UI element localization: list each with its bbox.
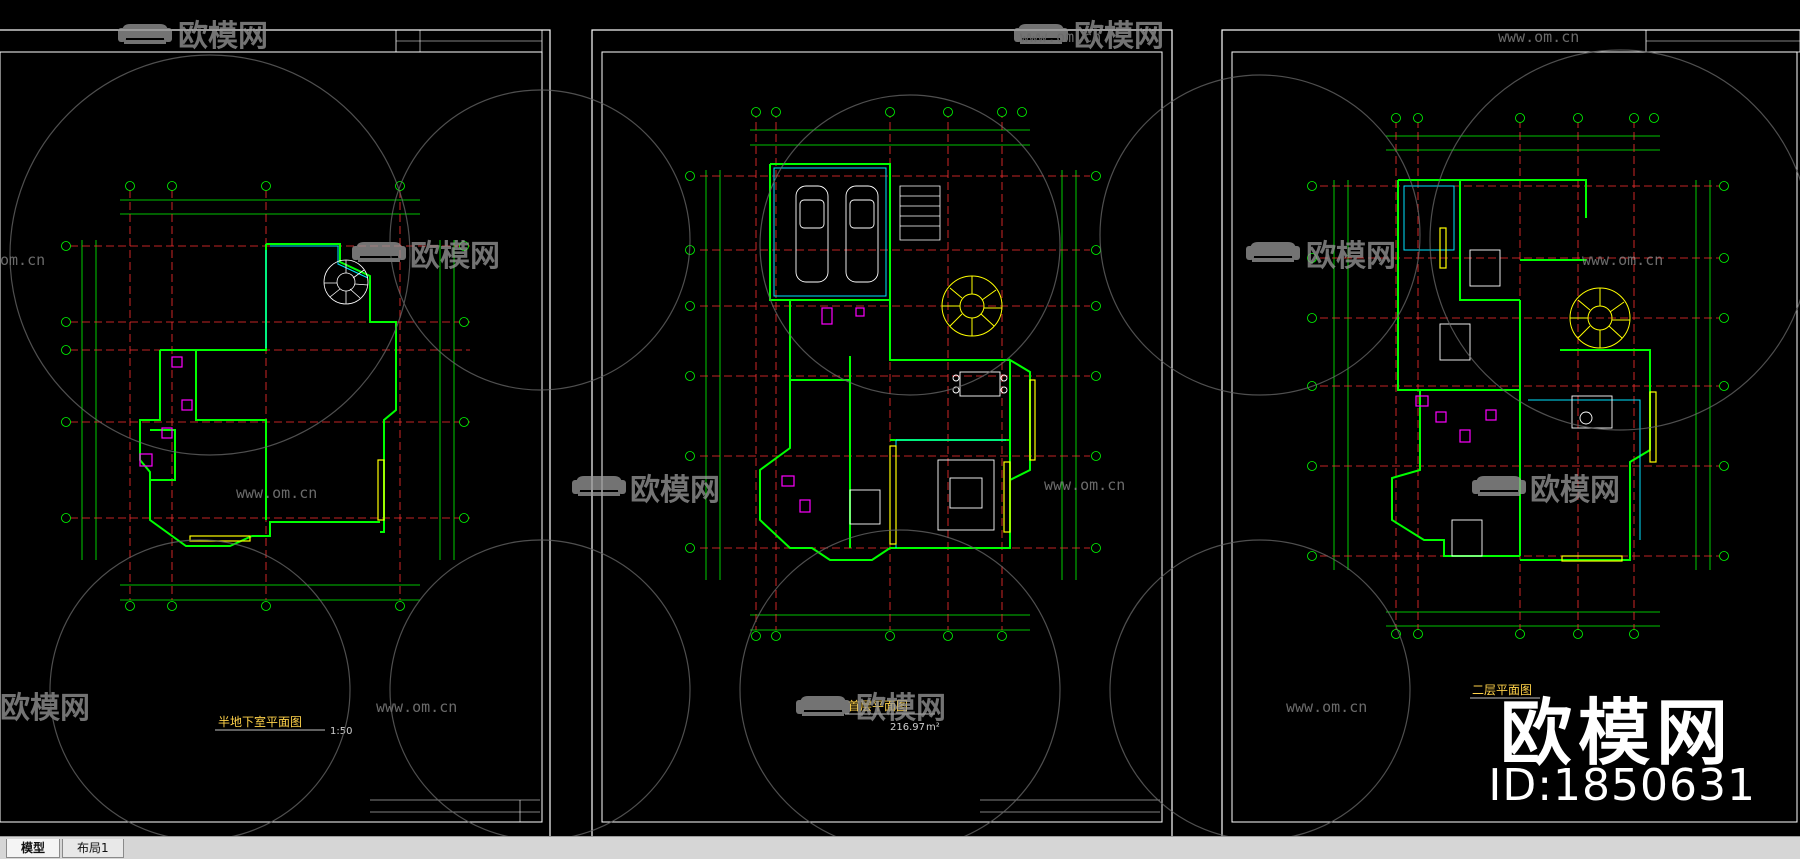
watermark-url-4: om.cn [0,251,45,269]
id-badge: ID:1850631 [1488,760,1756,811]
plan-area-unit-ground: m² [926,722,940,733]
plan-area-ground: 216.97 [890,722,925,733]
watermark-brand-6: 欧模网 [1530,473,1620,508]
plan-ground-floor: 首层平面图 216.97 m² [685,107,1160,813]
plan-title-basement: 半地下室平面图 [218,714,302,729]
plan-basement: 半地下室平面图 1:50 [61,181,540,822]
watermark-url-7: www.om.cn [1044,476,1125,494]
sheet-frame-3 [1221,29,1800,836]
watermark-brand-1: 欧模网 [178,19,268,54]
plan-scale-basement: 1:50 [330,726,352,737]
tab-model[interactable]: 模型 [6,839,61,858]
watermark-url-9: www.om.cn [1286,698,1367,716]
watermark-layer: 欧模网 欧模网 www.om.cn www.om.cn 欧模网 om.cn 欧模… [0,19,1800,836]
sheet-frame-2 [591,29,1173,836]
plan-title-second: 二层平面图 [1472,683,1532,697]
watermark-brand-5: 欧模网 [630,473,720,508]
brand-badge: 欧模网 [1499,691,1734,775]
watermark-brand-8: 欧模网 [856,691,946,726]
tab-layout-1[interactable]: 布局1 [62,839,124,858]
plan-second-floor: 二层平面图 [1307,113,1729,699]
watermark-url-2: www.om.cn [1020,28,1101,46]
watermark-url-6: www.om.cn [236,484,317,502]
watermark-brand-7: 欧模网 [0,691,90,726]
watermark-url-5: www.om.cn [1582,251,1663,269]
drawing-canvas: 半地下室平面图 1:50 [0,19,1800,836]
cad-model-viewport[interactable]: 半地下室平面图 1:50 [0,0,1800,836]
plan-title-ground: 首层平面图 [848,699,908,713]
watermark-url-3: www.om.cn [1498,28,1579,46]
watermark-url-8: www.om.cn [376,698,457,716]
watermark-brand-4: 欧模网 [1306,239,1396,274]
watermark-brand-2: 欧模网 [1074,19,1164,54]
layout-tab-bar: 模型 布局1 [0,836,1800,859]
watermark-brand-3: 欧模网 [410,239,500,274]
